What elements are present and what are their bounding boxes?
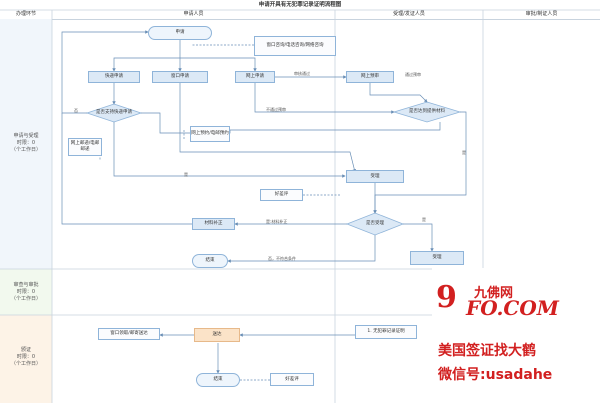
watermark-logo-text: FO.COM (466, 296, 559, 320)
stage-issue: 颁证 时限：0 （个工作日） (0, 347, 52, 368)
watermark-panel (432, 268, 600, 403)
end-node: 结束 (192, 254, 228, 268)
stage-bg-accept (0, 19, 52, 269)
handle-node: 受理 (410, 251, 464, 265)
watermark-line2: 微信号:usadahe (438, 367, 553, 383)
chart-title: 申请开具有无犯罪记录证明流程图 (258, 2, 342, 8)
diamond-complete (392, 101, 462, 123)
edge-label-yes-accept: 是 (422, 217, 426, 222)
stage-review-unit: （个工作日） (10, 296, 41, 302)
edge-label-yes-complete: 是 (462, 150, 466, 155)
edge-label-not-pass: 不通过预审 (266, 107, 286, 112)
online-notice-node: 网上预约/电邮预约 (190, 126, 230, 142)
stage-bg-issue (0, 315, 52, 403)
edge-label-no: 否 (74, 108, 78, 113)
deliver-node: 送达 (194, 328, 240, 342)
accept-node: 受理 (346, 170, 404, 183)
edge-label-supplement: 是:材料补正 (266, 219, 288, 224)
edge-label-approved: 审核通过 (294, 71, 310, 76)
supplement-node: 材料补正 (192, 218, 235, 230)
window-node: 窗口申请 (152, 71, 208, 83)
start-node: 申请 (148, 26, 212, 40)
stage-accept: 申请与受理 时限：0 （个工作日） (0, 133, 52, 154)
edge-label-reject: 否，不符合条件 (268, 256, 296, 261)
stage-issue-time: 时限：0 (16, 354, 36, 360)
watermark-logo-9: 9 (436, 280, 457, 315)
express-mail-node: 网上邮递/电邮邮递 (68, 138, 102, 156)
end2-node: 结束 (196, 373, 240, 387)
hao-chaping2-node: 好差评 (270, 373, 314, 386)
stage-review-name: 审查与审批 (13, 282, 39, 288)
online-node: 网上申请 (235, 71, 275, 83)
stage-bg-review (0, 269, 52, 315)
hao-chaping-node: 好差评 (260, 189, 303, 201)
stage-accept-time: 时限：0 (16, 140, 36, 146)
stage-issue-unit: （个工作日） (10, 361, 41, 367)
window-pickup-node: 窗口领取/邮寄送达 (98, 328, 160, 340)
column-header-applicant: 申请人员 (52, 10, 335, 20)
stage-review: 审查与审批 时限：0 （个工作日） (0, 282, 52, 303)
column-header-acceptance: 受理/发证人员 (335, 10, 483, 20)
channels-note: 窗口咨询/电话咨询/网络咨询 (254, 36, 336, 56)
stage-issue-name: 颁证 (20, 347, 31, 353)
watermark-site-name: 九佛网 (474, 286, 514, 301)
accept-decision-label: 是否受理 (366, 221, 384, 227)
proxy-decision-label: 是否支持快递申请 (96, 110, 132, 116)
edge-label-pass: 通过预审 (405, 72, 421, 77)
column-header-approval: 审批/制证人员 (483, 10, 600, 20)
stage-accept-unit: （个工作日） (10, 147, 41, 153)
complete-decision-label: 是否达到提供材料 (409, 109, 445, 115)
stage-accept-name: 申请与受理 (13, 133, 39, 139)
watermark-line1: 美国签证找大鹤 (438, 343, 536, 359)
edge-label-yes: 是 (184, 172, 188, 177)
stage-review-time: 时限：0 (16, 289, 36, 295)
cert-note-node: 1. 无犯罪记录证明 (355, 325, 417, 339)
online-review-node: 网上预审 (346, 71, 394, 83)
express-node: 快递申请 (88, 71, 140, 83)
